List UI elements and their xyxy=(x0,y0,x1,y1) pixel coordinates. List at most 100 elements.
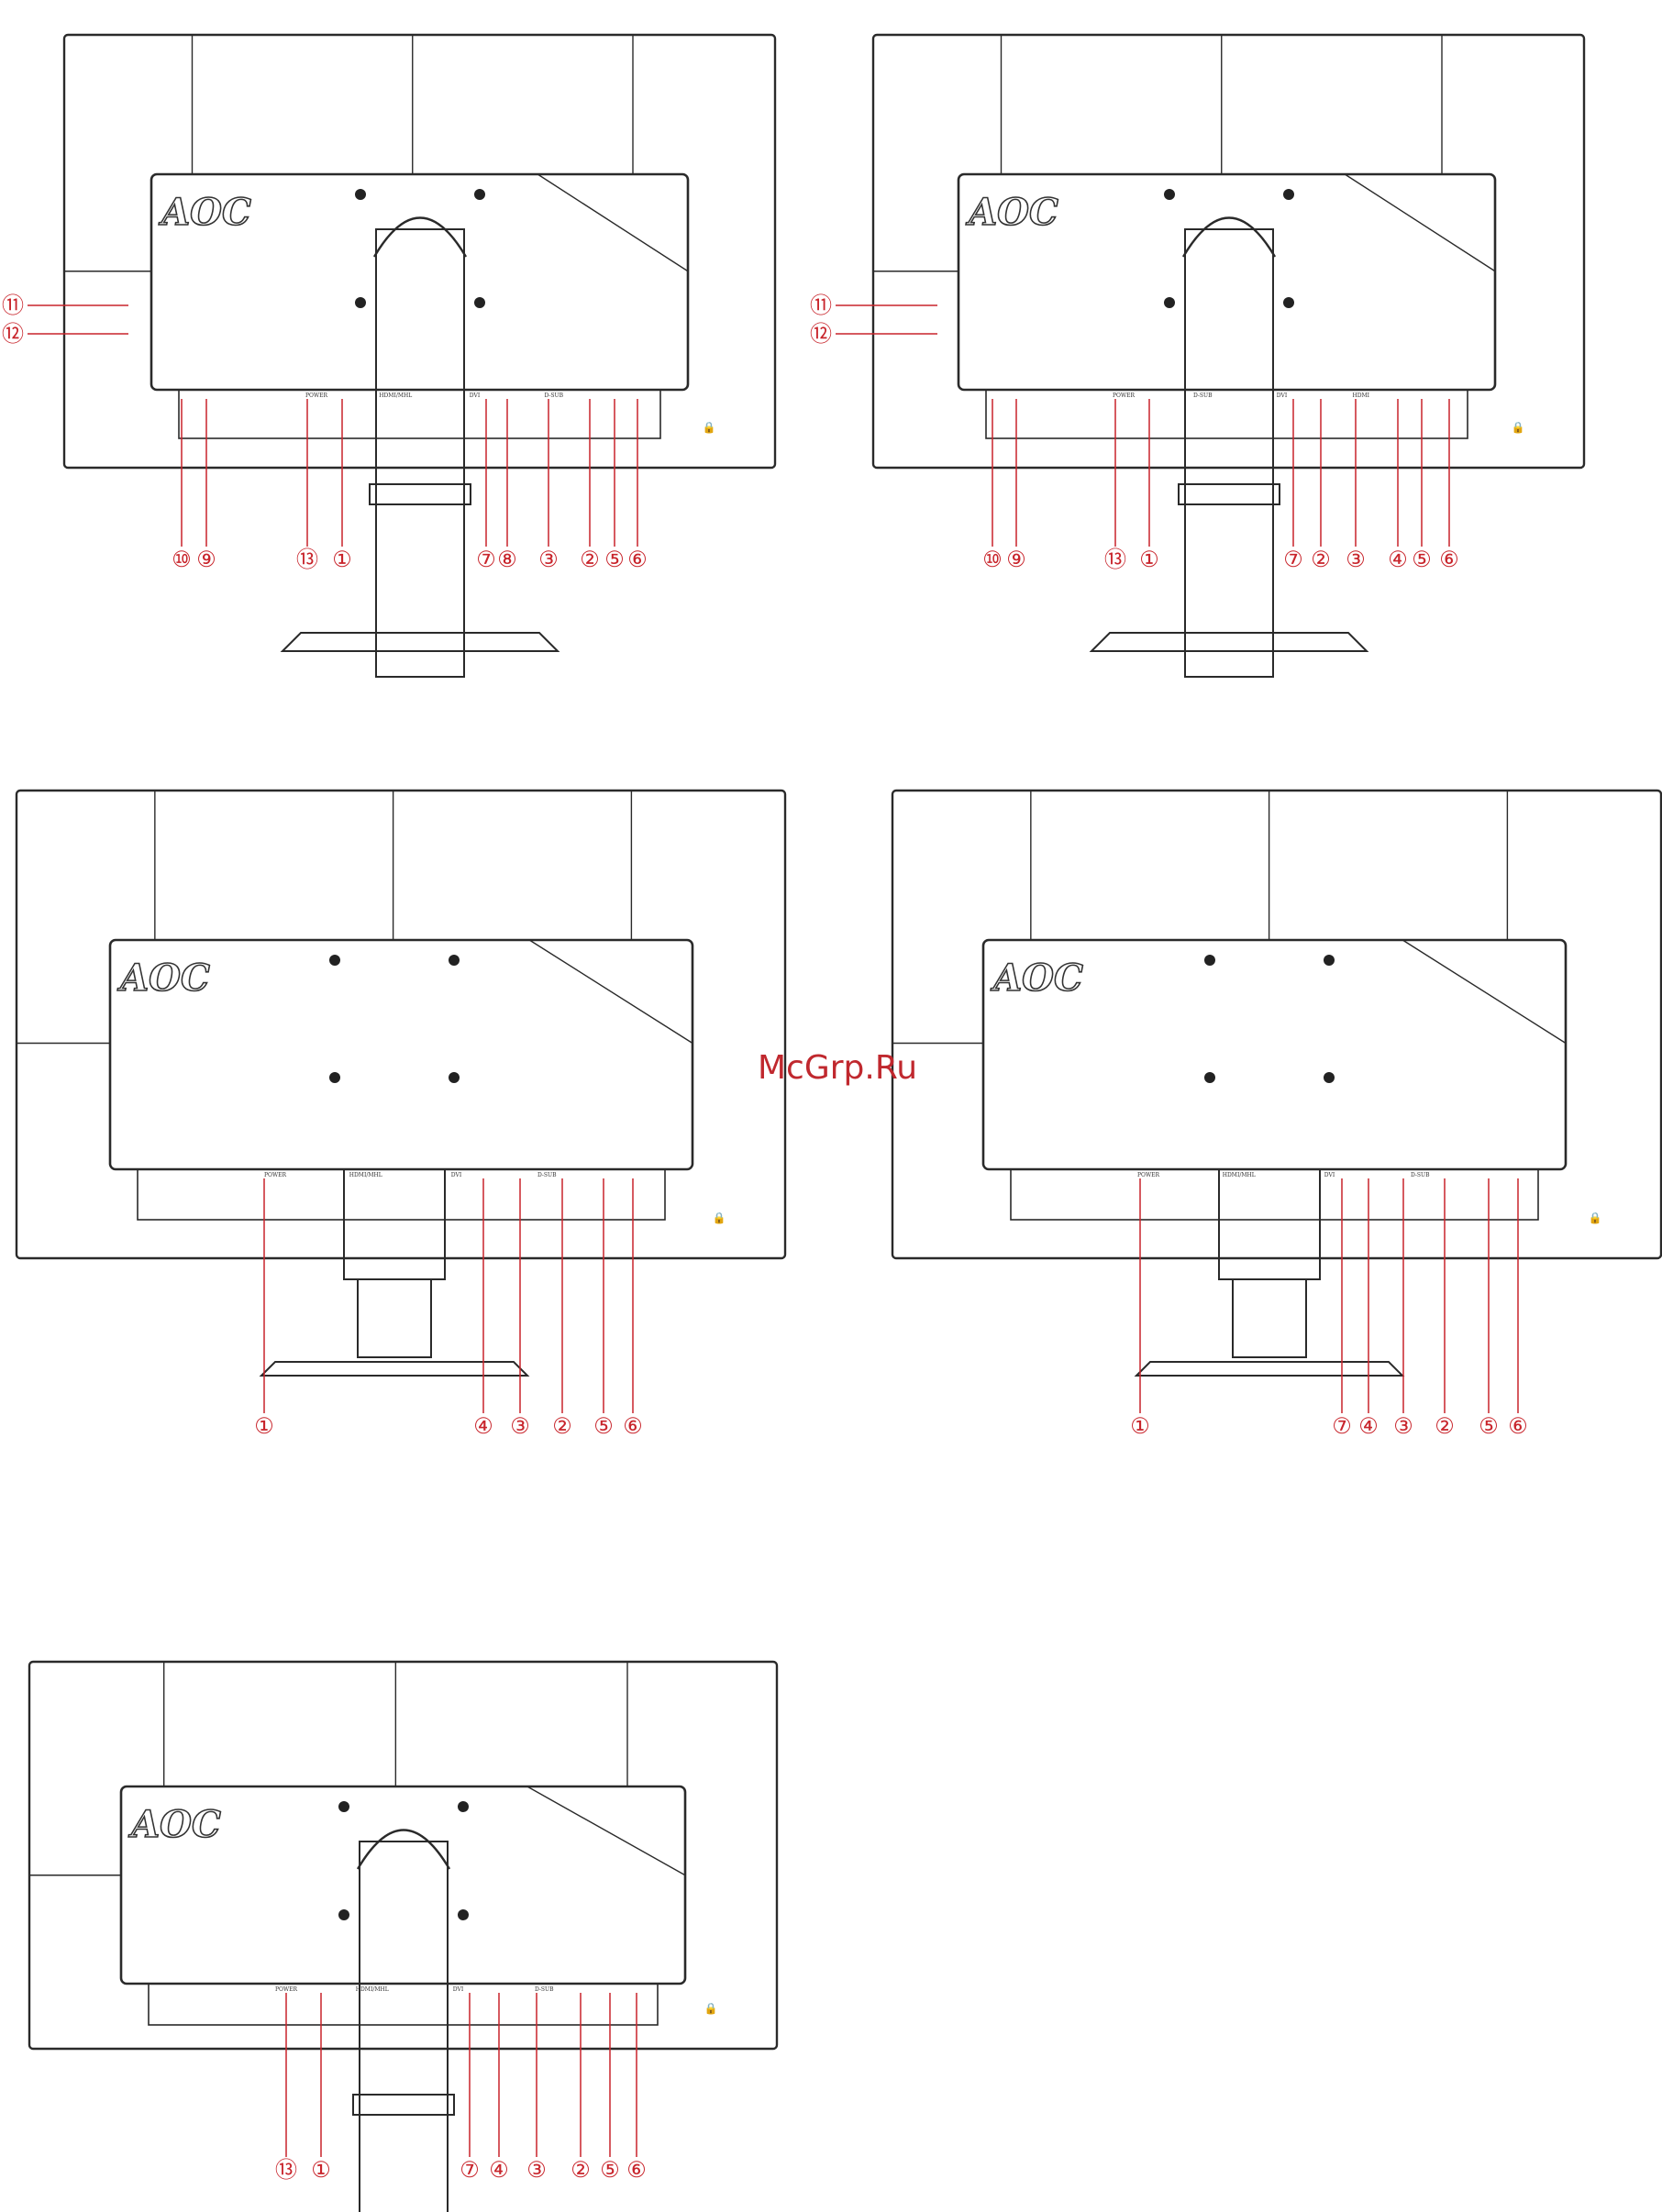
callout-number: ⑦ xyxy=(1283,547,1303,572)
callout-number: ② xyxy=(552,1413,572,1439)
housing-diagonal xyxy=(529,940,692,1044)
port-label: D-SUB xyxy=(1411,1172,1430,1178)
callout-number: ⑨ xyxy=(1006,547,1026,572)
callout-number: ⑬ xyxy=(1104,547,1126,572)
callout-number: ② xyxy=(571,2157,591,2183)
side-callout-number: ⑪ xyxy=(810,293,832,318)
vesa-screw-hole xyxy=(338,1801,349,1812)
port-label: DVI xyxy=(1324,1172,1335,1178)
stand-neck-top xyxy=(358,1830,449,1870)
callout-number: ⑦ xyxy=(1332,1413,1352,1439)
port-label: D-SUB xyxy=(1193,393,1213,399)
vesa-screw-hole xyxy=(1283,297,1294,308)
monitor-outline xyxy=(873,35,1584,468)
monitor-outline xyxy=(29,1662,777,2049)
callout-number: ⑦ xyxy=(460,2157,480,2183)
vesa-screw-hole xyxy=(1283,189,1294,200)
callout-number: ⑬ xyxy=(275,2157,297,2183)
callout-number: ⑦ xyxy=(476,547,496,572)
housing-diagonal xyxy=(537,174,688,271)
aoc-logo: AOC xyxy=(965,191,1058,234)
port-label: DVI xyxy=(1277,393,1288,399)
watermark: McGrp.Ru xyxy=(758,1049,917,1087)
vesa-screw-hole xyxy=(329,1072,340,1083)
port-label: POWER xyxy=(1113,393,1136,399)
housing-diagonal xyxy=(1345,174,1495,271)
callout-number: ④ xyxy=(489,2157,509,2183)
port-label: D-SUB xyxy=(537,1172,557,1178)
callout-number: ④ xyxy=(1358,1413,1379,1439)
vesa-screw-hole xyxy=(1324,1072,1335,1083)
callout-number: ⑤ xyxy=(1479,1413,1499,1439)
callout-number: ① xyxy=(311,2157,331,2183)
stand-neck xyxy=(344,1169,445,1279)
vesa-screw-hole xyxy=(1164,189,1175,200)
vesa-screw-hole xyxy=(355,189,366,200)
vesa-screw-hole xyxy=(1164,297,1175,308)
kensington-lock-icon: 🔒 xyxy=(704,2002,718,2015)
callout-number: ② xyxy=(1311,547,1331,572)
callout-number: ⑬ xyxy=(296,547,318,572)
port-label: POWER xyxy=(305,393,328,399)
callout-number: ③ xyxy=(510,1413,530,1439)
callout-number: ① xyxy=(254,1413,274,1439)
vesa-screw-hole xyxy=(458,1801,469,1812)
stand-neck-top xyxy=(374,218,466,258)
side-callout-number: ⑪ xyxy=(2,293,24,318)
cable-clip xyxy=(1179,484,1280,504)
stand-column xyxy=(1185,229,1273,677)
cable-clip xyxy=(353,2095,454,2115)
vesa-screw-hole xyxy=(458,1909,469,1920)
connector-bay xyxy=(1011,1169,1538,1220)
vesa-screw-hole xyxy=(1204,1072,1215,1083)
side-callout-number: ⑫ xyxy=(810,321,832,347)
kensington-lock-icon: 🔒 xyxy=(1512,421,1525,434)
port-label: DVI xyxy=(470,393,481,399)
callout-number: ① xyxy=(1130,1413,1150,1439)
callout-number: ⑤ xyxy=(604,547,625,572)
cable-clip xyxy=(370,484,471,504)
housing-diagonal xyxy=(1402,940,1566,1044)
vesa-screw-hole xyxy=(449,955,460,966)
side-callout-number: ⑫ xyxy=(2,321,24,347)
monitor-outline xyxy=(892,791,1661,1258)
port-label: POWER xyxy=(264,1172,287,1178)
stand-neck xyxy=(1219,1169,1320,1279)
port-label: DVI xyxy=(451,1172,462,1178)
monitor-outline xyxy=(64,35,775,468)
kensington-lock-icon: 🔒 xyxy=(1589,1211,1602,1224)
stand-column xyxy=(358,1279,431,1357)
vesa-screw-hole xyxy=(449,1072,460,1083)
callout-number: ② xyxy=(1435,1413,1455,1439)
callout-number: ③ xyxy=(1346,547,1366,572)
callout-number: ① xyxy=(332,547,352,572)
vesa-screw-hole xyxy=(474,297,485,308)
callout-number: ④ xyxy=(1388,547,1408,572)
callout-number: ③ xyxy=(1393,1413,1413,1439)
callout-number: ⑩ xyxy=(982,547,1003,572)
vesa-screw-hole xyxy=(474,189,485,200)
stand-base xyxy=(261,1362,527,1376)
callout-number: ② xyxy=(580,547,600,572)
callout-number: ⑥ xyxy=(627,547,648,572)
vesa-screw-hole xyxy=(329,955,340,966)
aoc-logo: AOC xyxy=(158,191,251,234)
aoc-logo: AOC xyxy=(127,1803,221,1846)
port-label: POWER xyxy=(275,1986,298,1993)
port-label: HDMI/MHL xyxy=(349,1172,382,1178)
port-label: D-SUB xyxy=(535,1986,554,1993)
kensington-lock-icon: 🔒 xyxy=(713,1211,726,1224)
vesa-screw-hole xyxy=(338,1909,349,1920)
callout-number: ⑤ xyxy=(593,1413,614,1439)
port-label: HDMI/MHL xyxy=(356,1986,389,1993)
callout-number: ⑥ xyxy=(1439,547,1459,572)
vesa-screw-hole xyxy=(355,297,366,308)
callout-number: ⑨ xyxy=(196,547,216,572)
vesa-screw-hole xyxy=(1204,955,1215,966)
